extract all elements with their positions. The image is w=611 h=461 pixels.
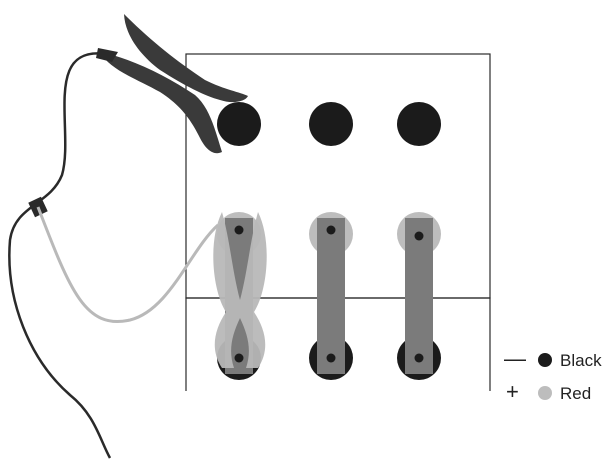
- black-alligator-clip-icon: [96, 14, 248, 154]
- legend-black-dot-icon: [538, 353, 552, 367]
- screw: [326, 353, 336, 363]
- black-terminal-2: [309, 102, 353, 146]
- screw: [414, 231, 424, 241]
- legend: — Black + Red: [504, 346, 602, 404]
- red-alligator-clip-icon: [213, 212, 267, 368]
- screw: [414, 353, 424, 363]
- legend-red-dot-icon: [538, 386, 552, 400]
- legend-plus-sign: +: [506, 379, 519, 404]
- strap-3: [405, 218, 433, 374]
- black-terminal-1: [217, 102, 261, 146]
- screw: [234, 353, 244, 363]
- black-terminal-3: [397, 102, 441, 146]
- legend-red-label: Red: [560, 384, 591, 403]
- black-cable: [8, 52, 113, 459]
- legend-black-label: Black: [560, 351, 602, 370]
- red-cable: [36, 206, 219, 323]
- screw: [234, 225, 244, 235]
- screw: [326, 225, 336, 235]
- strap-2: [317, 218, 345, 374]
- legend-minus-sign: —: [504, 346, 526, 371]
